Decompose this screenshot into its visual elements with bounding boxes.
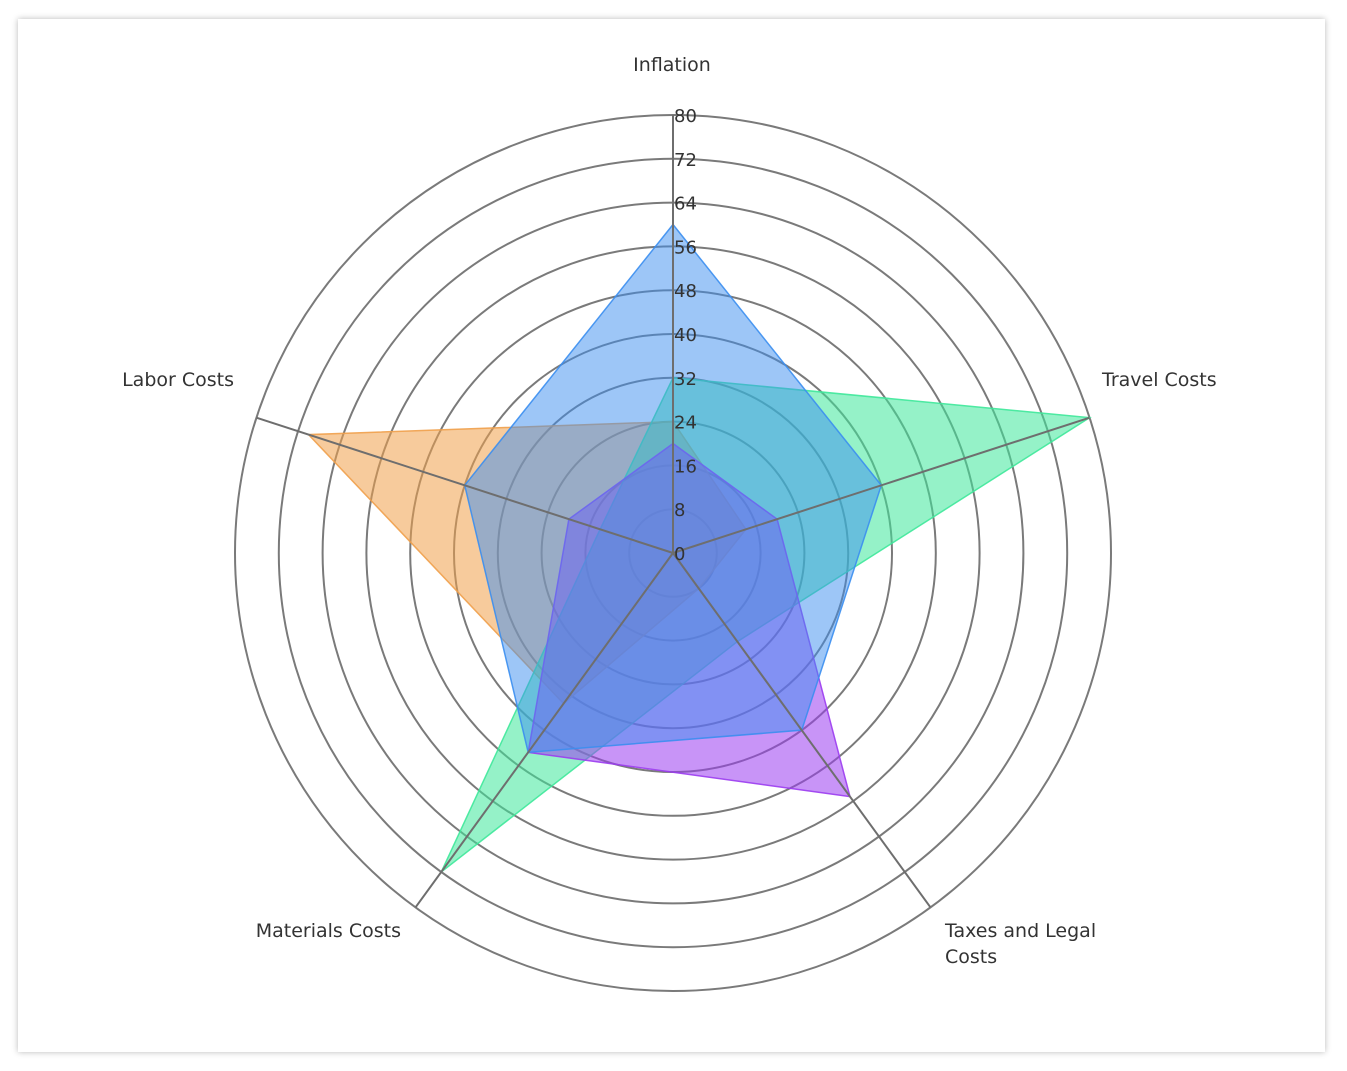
tick-label: 40	[674, 325, 697, 346]
tick-label: 16	[674, 456, 697, 477]
radial-tick-labels: 0 8 16 24 32 40 48 56 64 72 80	[674, 106, 697, 565]
tick-label: 8	[674, 500, 685, 521]
tick-label: 24	[674, 413, 697, 434]
radar-axes	[256, 115, 1090, 908]
axis-label-inflation: Inflation	[633, 54, 711, 76]
tick-label: 64	[674, 194, 697, 215]
tick-label: 0	[674, 544, 685, 565]
tick-label: 72	[674, 150, 697, 171]
axis-line	[672, 416, 1090, 554]
axis-line	[672, 552, 932, 908]
axis-line	[414, 552, 674, 908]
axis-line	[256, 416, 674, 554]
tick-label: 80	[674, 106, 697, 127]
axis-label-labor-costs: Labor Costs	[122, 369, 234, 391]
axis-label-travel-costs: Travel Costs	[1101, 369, 1217, 391]
tick-label: 48	[674, 281, 697, 302]
axis-label-materials-costs: Materials Costs	[256, 920, 401, 942]
tick-label: 56	[674, 237, 697, 258]
tick-label: 32	[674, 369, 697, 390]
radar-series	[306, 223, 1092, 873]
